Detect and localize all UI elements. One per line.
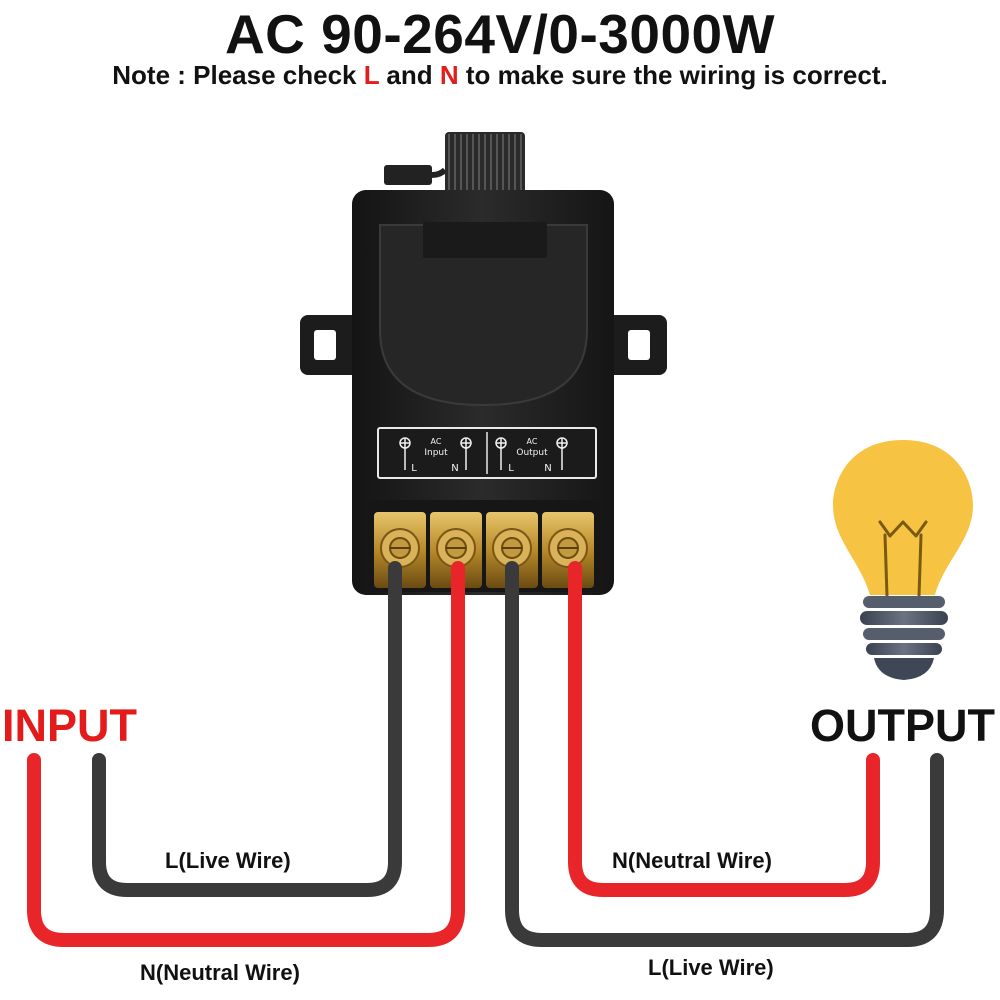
wires: [27, 561, 944, 947]
terminal-1: [374, 512, 426, 588]
front-panel: [379, 224, 588, 407]
output-terminal-n-mark: N: [544, 463, 551, 474]
terminal-label-strip: AC Input L N AC Output L N: [377, 427, 597, 479]
input-group-title-2: Input: [424, 448, 448, 458]
output-terminal-l-mark: L: [508, 463, 514, 474]
antenna: [384, 132, 525, 194]
output-neutral-wire-label: N(Neutral Wire): [612, 848, 772, 873]
input-group-title-1: AC: [431, 437, 442, 446]
mounting-ear-right: [605, 315, 667, 375]
antenna-coil: [445, 132, 525, 194]
label-recess: [423, 222, 547, 258]
input-terminal-l-mark: L: [411, 463, 417, 474]
note-n: N: [439, 60, 459, 90]
output-label: OUTPUT: [810, 700, 995, 751]
wiring-note: Note : Please check L and N to make sure…: [0, 60, 1000, 91]
input-label: INPUT: [2, 700, 137, 751]
output-neutral-wire: [568, 561, 880, 897]
input-neutral-wire: [27, 561, 465, 947]
page-title: AC 90-264V/0-3000W: [224, 3, 776, 65]
input-neutral-wire-label: N(Neutral Wire): [140, 960, 300, 985]
note-l: L: [363, 60, 380, 90]
input-live-wire: [92, 561, 402, 897]
receiver-module: AC Input L N AC Output L N: [300, 190, 667, 595]
note-suffix: to make sure the wiring is correct.: [458, 60, 888, 90]
light-bulb-icon: [833, 440, 973, 680]
input-terminal-n-mark: N: [451, 463, 458, 474]
output-live-wire-label: L(Live Wire): [648, 955, 774, 980]
output-live-wire: [505, 561, 944, 947]
output-group-title-1: AC: [527, 437, 538, 446]
terminal-2: [430, 512, 482, 588]
note-and: and: [379, 60, 440, 90]
terminal-3: [486, 512, 538, 588]
note-prefix: Note : Please check: [112, 60, 364, 90]
input-live-wire-label: L(Live Wire): [165, 848, 291, 873]
output-group-title-2: Output: [516, 448, 548, 458]
antenna-plug: [384, 165, 432, 185]
mounting-ear-left: [300, 315, 360, 375]
